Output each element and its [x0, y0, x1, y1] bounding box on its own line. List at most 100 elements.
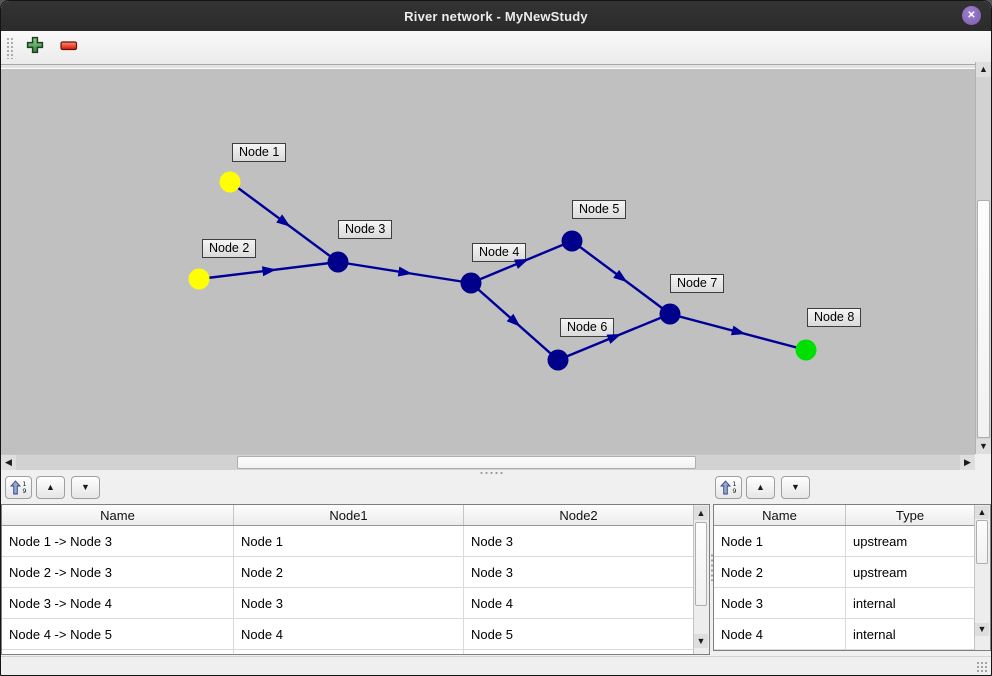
- table-cell[interactable]: Node 3: [464, 526, 694, 556]
- table-cell[interactable]: upstream: [846, 526, 975, 556]
- nodes-table-scrollbar[interactable]: ▲ ▼: [974, 505, 990, 650]
- column-header[interactable]: Name: [2, 505, 234, 525]
- edge-line[interactable]: [198, 260, 339, 281]
- horizontal-scrollbar-thumb[interactable]: [237, 456, 696, 469]
- node-label[interactable]: Node 8: [807, 308, 862, 327]
- node-circle[interactable]: [547, 349, 569, 371]
- scrollbar-thumb[interactable]: [695, 522, 707, 606]
- table-cell[interactable]: Node 4: [714, 619, 846, 649]
- table-cell[interactable]: Node 4: [234, 619, 464, 649]
- table-cell[interactable]: Node 1 -> Node 3: [2, 526, 234, 556]
- vertical-scrollbar-thumb[interactable]: [977, 200, 990, 438]
- nodes-sort-button[interactable]: 1 9: [715, 476, 742, 499]
- node-label[interactable]: Node 1: [232, 143, 287, 162]
- node-label[interactable]: Node 2: [202, 239, 257, 258]
- table-cell[interactable]: Node 1: [714, 526, 846, 556]
- edge-line[interactable]: [571, 240, 671, 315]
- canvas-vertical-scrollbar[interactable]: ▲ ▼: [975, 62, 991, 454]
- scroll-down-icon[interactable]: ▼: [975, 623, 989, 636]
- scroll-up-icon[interactable]: ▲: [976, 62, 991, 77]
- table-cell[interactable]: [846, 650, 975, 651]
- table-cell[interactable]: Node 4 -> Node 5: [2, 619, 234, 649]
- table-cell[interactable]: [714, 650, 846, 651]
- edge-arrow-icon: [261, 266, 277, 277]
- nodes-move-up-button[interactable]: ▲: [746, 476, 775, 499]
- scrollbar-thumb[interactable]: [976, 520, 988, 564]
- table-row[interactable]: [2, 650, 709, 654]
- edges-table-scrollbar[interactable]: ▲ ▼: [693, 505, 709, 654]
- node-label[interactable]: Node 5: [572, 200, 627, 219]
- scroll-up-icon[interactable]: ▲: [694, 506, 708, 520]
- resize-grip-icon[interactable]: [976, 661, 988, 673]
- edges-move-up-button[interactable]: ▲: [36, 476, 65, 499]
- scroll-left-icon[interactable]: ◀: [1, 455, 16, 470]
- table-row[interactable]: [714, 650, 990, 651]
- table-cell[interactable]: internal: [846, 588, 975, 618]
- nodes-move-down-button[interactable]: ▼: [781, 476, 810, 499]
- table-cell[interactable]: Node 3 -> Node 4: [2, 588, 234, 618]
- canvas-horizontal-scrollbar[interactable]: ◀ ▶: [1, 454, 975, 470]
- column-header[interactable]: Name: [714, 505, 846, 525]
- table-cell[interactable]: internal: [846, 619, 975, 649]
- scroll-right-icon[interactable]: ▶: [960, 455, 975, 470]
- edge-line[interactable]: [470, 282, 559, 361]
- edges-move-down-button[interactable]: ▼: [71, 476, 100, 499]
- column-header[interactable]: Node1: [234, 505, 464, 525]
- table-cell[interactable]: Node 5: [464, 619, 694, 649]
- table-cell[interactable]: [234, 650, 464, 654]
- node-label[interactable]: Node 6: [560, 318, 615, 337]
- column-header[interactable]: Node2: [464, 505, 694, 525]
- toolbar-grip-handle[interactable]: [6, 36, 13, 59]
- node-circle[interactable]: [188, 268, 210, 290]
- down-arrow-icon: ▼: [791, 482, 800, 492]
- table-cell[interactable]: Node 2 -> Node 3: [2, 557, 234, 587]
- add-node-button[interactable]: [21, 35, 49, 61]
- table-cell[interactable]: Node 3: [234, 588, 464, 618]
- scroll-down-icon[interactable]: ▼: [694, 634, 708, 648]
- table-cell[interactable]: [464, 650, 694, 654]
- node-circle[interactable]: [659, 303, 681, 325]
- scroll-down-icon[interactable]: ▼: [976, 439, 991, 454]
- node-circle[interactable]: [795, 339, 817, 361]
- close-button[interactable]: ✕: [962, 6, 981, 25]
- node-label[interactable]: Node 4: [472, 243, 527, 262]
- column-header[interactable]: Type: [846, 505, 975, 525]
- node-circle[interactable]: [460, 272, 482, 294]
- table-cell[interactable]: upstream: [846, 557, 975, 587]
- splitter-handle-icon: [479, 471, 505, 475]
- table-cell[interactable]: Node 4: [464, 588, 694, 618]
- vertical-splitter[interactable]: [710, 475, 714, 656]
- table-cell[interactable]: Node 3: [464, 557, 694, 587]
- table-cell[interactable]: Node 3: [714, 588, 846, 618]
- edge-line[interactable]: [669, 312, 807, 352]
- node-label[interactable]: Node 7: [670, 274, 725, 293]
- node-label[interactable]: Node 3: [338, 220, 393, 239]
- edge-line[interactable]: [337, 260, 472, 285]
- splitter-handle-icon: [710, 553, 714, 581]
- edge-arrow-icon: [506, 313, 521, 327]
- remove-node-button[interactable]: [55, 35, 83, 61]
- edges-sort-button[interactable]: 1 9: [5, 476, 32, 499]
- node-circle[interactable]: [561, 230, 583, 252]
- table-cell[interactable]: Node 2: [234, 557, 464, 587]
- node-circle[interactable]: [327, 251, 349, 273]
- node-circle[interactable]: [219, 171, 241, 193]
- river-network-canvas[interactable]: Node 1 Node 2 Node 3 Node 4 Node 5 Node 6 Node…: [1, 69, 975, 454]
- scroll-up-icon[interactable]: ▲: [975, 506, 989, 519]
- horizontal-splitter[interactable]: [1, 470, 991, 475]
- table-cell[interactable]: [2, 650, 234, 654]
- table-cell[interactable]: Node 1: [234, 526, 464, 556]
- table-cell[interactable]: Node 2: [714, 557, 846, 587]
- titlebar[interactable]: River network - MyNewStudy ✕: [1, 1, 991, 31]
